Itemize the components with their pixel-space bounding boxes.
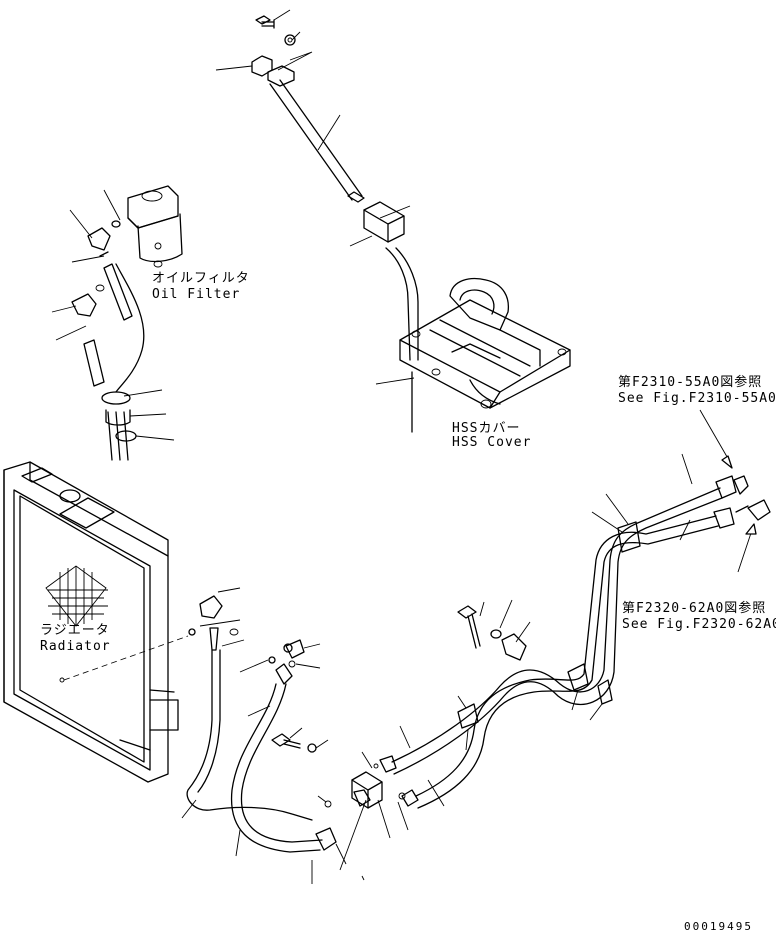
ref-bottom-jp-label: 第F2320-62A0図参照: [622, 600, 766, 616]
reference-labels: 第F2310-55A0図参照 See Fig.F2310-55A0 第F2320…: [618, 374, 776, 632]
radiator-hoses: [181, 587, 347, 884]
ref-top-jp-label: 第F2310-55A0図参照: [618, 374, 762, 390]
oil-filter-jp-label: オイルフィルタ: [152, 271, 250, 286]
hss-cover: HSSカバー HSS Cover: [375, 277, 571, 450]
radiator: ラジエータ Radiator: [3, 461, 189, 783]
radiator-en-label: Radiator: [40, 639, 111, 654]
drawing-number: 00019495: [684, 920, 753, 933]
hss-cover-jp-label: HSSカバー: [452, 421, 520, 436]
radiator-core-grid: [45, 565, 108, 627]
ref-top-en-label: See Fig.F2310-55A0: [618, 391, 776, 406]
ref-bottom-en-label: See Fig.F2320-62A0: [622, 617, 776, 632]
top-hose-assembly: [215, 9, 419, 361]
hss-cover-en-label: HSS Cover: [452, 435, 531, 450]
center-fittings: [271, 727, 409, 881]
oil-filter-assembly: オイルフィルタ Oil Filter: [51, 185, 250, 461]
oil-filter-en-label: Oil Filter: [152, 287, 240, 302]
main-hoses: [379, 409, 771, 809]
radiator-jp-label: ラジエータ: [40, 623, 110, 638]
